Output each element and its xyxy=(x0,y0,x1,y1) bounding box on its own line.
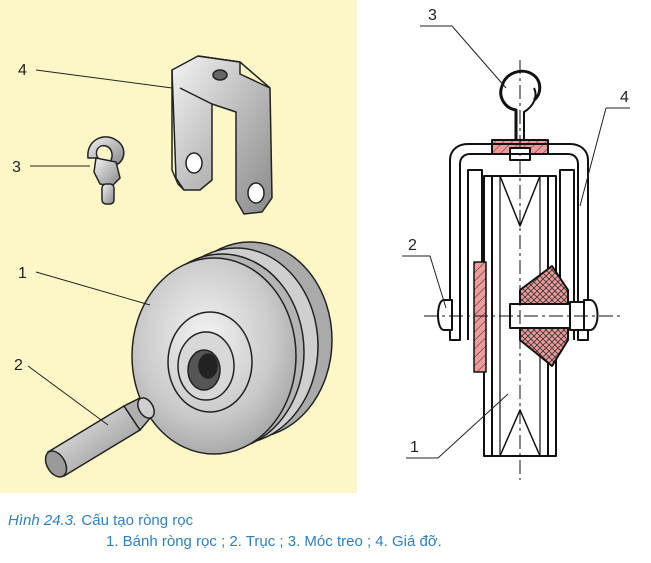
left-label-1: 1 xyxy=(18,265,27,282)
figure-parts-list: 1. Bánh ròng rọc ; 2. Trục ; 3. Móc treo… xyxy=(106,533,442,550)
left-label-3: 3 xyxy=(12,159,21,176)
right-label-1: 1 xyxy=(410,439,419,456)
right-label-4: 4 xyxy=(620,89,629,106)
center-lines xyxy=(424,60,620,480)
left-label-4: 4 xyxy=(18,62,27,79)
left-leaders xyxy=(27,69,173,426)
pulley-wheel-3d xyxy=(131,241,333,455)
figure-title: Cấu tạo ròng rọc xyxy=(81,512,194,529)
bracket-3d xyxy=(171,55,273,215)
figure-number: Hình 24.3. xyxy=(8,512,78,529)
right-label-3: 3 xyxy=(428,7,437,24)
right-label-2: 2 xyxy=(408,237,417,254)
hook-3d xyxy=(87,136,125,205)
figure-caption: Hình 24.3. Cấu tạo ròng rọc 1. Bánh ròng… xyxy=(8,510,442,552)
right-leaders xyxy=(402,25,630,459)
shaft-3d xyxy=(44,397,155,478)
section-drawing xyxy=(437,69,599,457)
left-label-2: 2 xyxy=(14,357,23,374)
